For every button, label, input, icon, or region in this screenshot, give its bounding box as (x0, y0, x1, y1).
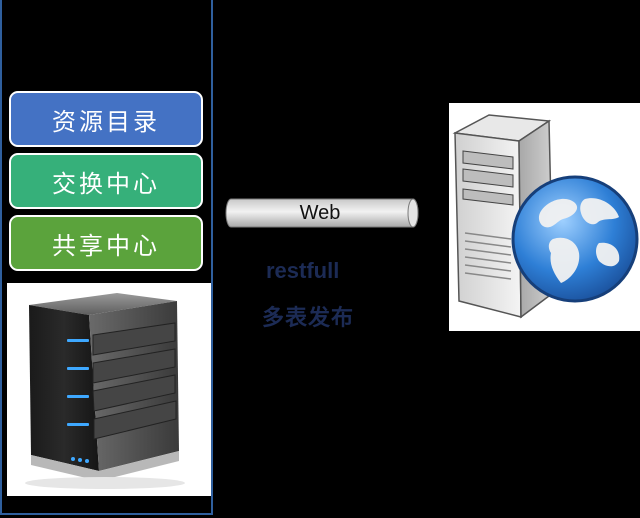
platform-panel: 资源目录 交换中心 共享中心 (0, 0, 213, 515)
web-server-globe-icon (452, 114, 639, 319)
web-connector: Web (225, 196, 421, 230)
sharing-center-module[interactable]: 共享中心 (9, 215, 203, 271)
server-rack-icon (25, 293, 185, 489)
multi-table-publish-label: 多表发布 (262, 306, 355, 331)
web-server-box (449, 103, 640, 331)
server-rack-box (7, 283, 211, 496)
resource-catalog-module[interactable]: 资源目录 (9, 91, 203, 147)
protocol-label: restfull (266, 258, 340, 283)
exchange-center-module[interactable]: 交换中心 (9, 153, 203, 209)
connector-label: Web (299, 201, 341, 224)
